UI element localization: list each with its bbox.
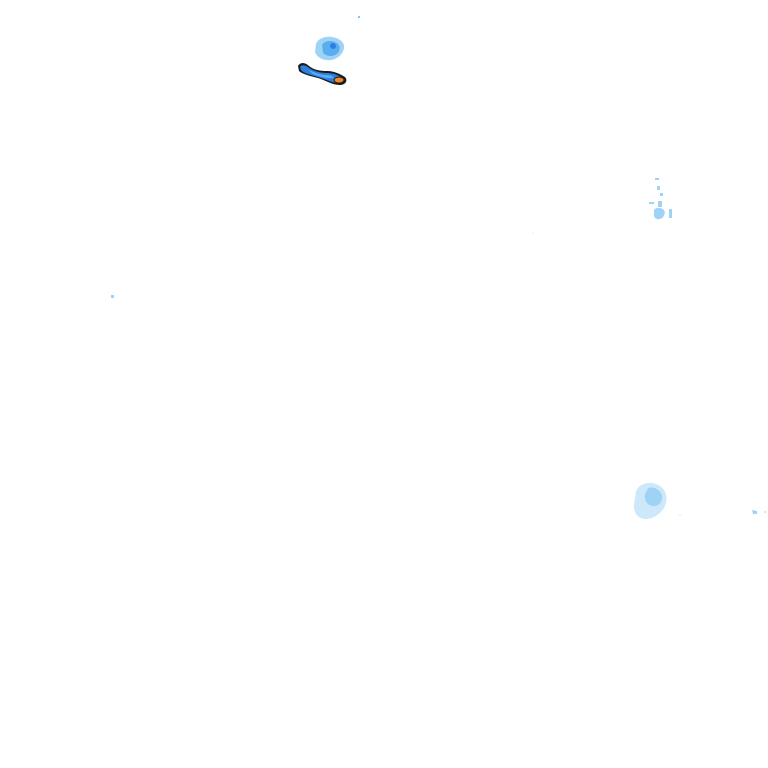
echo-far-east-speck: [752, 510, 766, 514]
echo-band-strong: [300, 65, 344, 83]
echo-southeast-cell: [633, 482, 681, 520]
echo-far-east-speck-dot: [764, 511, 766, 513]
echo-center-speck: [532, 232, 534, 234]
echo-east-speck-6: [669, 209, 672, 218]
echo-east-speck-5: [658, 201, 662, 207]
echo-west-speck-mark: [111, 295, 114, 298]
echo-east-speck-2: [657, 186, 660, 190]
echo-north-cell-upper: [315, 16, 360, 61]
echo-east-patch: [653, 207, 665, 220]
echo-band-heavy-core-edge: [333, 76, 345, 84]
echo-southeast-light: [644, 487, 663, 507]
echo-east-speck-1: [655, 178, 659, 180]
echo-band-heavy-core: [334, 77, 344, 83]
echo-east-speck-4: [649, 202, 654, 204]
echo-southeast-speck: [679, 514, 681, 516]
echo-band-medium: [308, 70, 334, 79]
echo-far-east-speck-mark: [752, 510, 757, 514]
echo-north-cell-band: [298, 63, 347, 85]
echo-west-speck: [111, 295, 114, 298]
echo-north-upper-speck: [358, 16, 360, 18]
echo-east-speck-3: [660, 193, 663, 196]
echo-north-upper-medium: [322, 41, 340, 56]
echo-east-scatter: [649, 178, 672, 220]
echo-north-upper-core: [330, 43, 336, 49]
